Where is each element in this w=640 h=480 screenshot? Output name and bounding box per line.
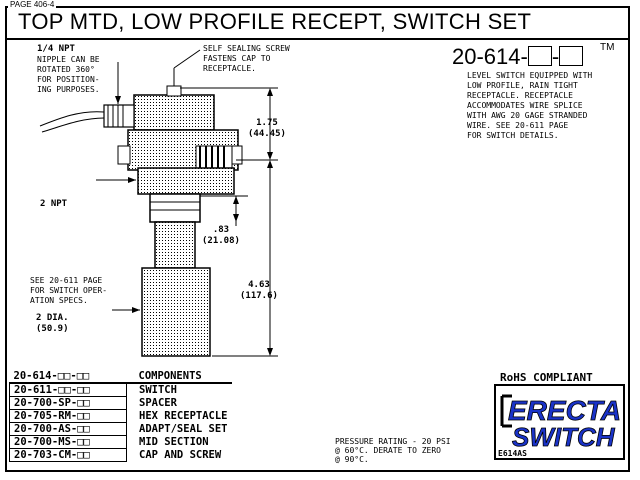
pressure-note: PRESSURE RATING - 20 PSI @ 60°C. DERATE … (335, 437, 451, 464)
npt-two-label: 2 NPT (40, 199, 68, 209)
part-number-prefix: 20-614- (452, 44, 528, 69)
nipple (103, 104, 135, 128)
diameter-label: 2 DIA. (50.9) (36, 313, 69, 334)
table-row: 20-703-CM-□□ CAP AND SCREW (9, 448, 232, 462)
description: LEVEL SWITCH EQUIPPED WITH LOW PROFILE, … (467, 71, 593, 140)
dim-1-75: 1.75 (44.45) (248, 118, 286, 139)
npt-quarter-label: 1/4 NPT (37, 44, 75, 54)
erecta-switch-logo: ERECTA SWITCH E614AS (494, 384, 625, 460)
table-row: 20-614-□□-□□ COMPONENTS (9, 370, 232, 384)
screw-head (166, 85, 182, 97)
part-number-cell: 20-614-□□-□□ (9, 370, 127, 384)
part-name-cell: HEX RECEPTACLE (139, 410, 228, 422)
part-name-cell: ADAPT/SEAL SET (139, 423, 228, 435)
table-row: 20-700-MS-□□ MID SECTION (9, 435, 232, 449)
dim-083: .83 (21.08) (202, 225, 240, 246)
page-frame (5, 6, 630, 472)
trademark: TM (600, 42, 615, 53)
title-bar (5, 6, 630, 40)
part-name-cell: SWITCH (139, 384, 177, 397)
screw-note: SELF SEALING SCREW FASTENS CAP TO RECEPT… (203, 44, 290, 73)
page-label: PAGE 406-4 (8, 0, 57, 9)
table-row: 20-705-RM-□□ HEX RECEPTACLE (9, 409, 232, 423)
nipple-note: NIPPLE CAN BE ROTATED 360° FOR POSITION-… (37, 55, 100, 94)
hex-right (231, 145, 243, 165)
option-box-1 (527, 46, 552, 66)
dimension-lines (96, 49, 278, 357)
table-row: 20-611-□□-□□ SWITCH (9, 382, 232, 397)
option-box-2 (559, 46, 584, 66)
rohs-label: RoHS COMPLIANT (500, 371, 593, 384)
part-number-cell: 20-703-CM-□□ (9, 448, 127, 462)
part-number-cell: 20-611-□□-□□ (9, 382, 127, 397)
part-number-sep: - (551, 44, 560, 69)
wire-1 (39, 111, 105, 127)
stem (154, 221, 196, 269)
parts-table: 20-614-□□-□□ COMPONENTS 20-611-□□-□□ SWI… (9, 370, 232, 462)
table-row: 20-700-AS-□□ ADAPT/SEAL SET (9, 422, 232, 436)
part-number: 20-614-- (452, 44, 584, 70)
spacer (149, 193, 201, 223)
part-number-cell: 20-700-MS-□□ (9, 435, 127, 449)
see-611-note: SEE 20-611 PAGE FOR SWITCH OPER- ATION S… (30, 276, 108, 305)
dim-4-63: 4.63 (117.6) (240, 280, 278, 301)
part-name-cell: COMPONENTS (126, 370, 232, 384)
logo-code: E614AS (498, 449, 527, 458)
logo-line-1: ERECTA (508, 395, 621, 426)
part-number-cell: 20-700-AS-□□ (9, 422, 127, 436)
float (141, 267, 211, 357)
arrowheads (115, 88, 273, 356)
adapter (137, 167, 235, 195)
part-number-cell: 20-700-SP-□□ (9, 396, 127, 410)
hex-left (117, 145, 131, 165)
table-row: 20-700-SP-□□ SPACER (9, 396, 232, 410)
wire-2 (41, 117, 105, 133)
thread-band (195, 145, 233, 169)
part-name-cell: CAP AND SCREW (139, 449, 222, 461)
part-number-cell: 20-705-RM-□□ (9, 409, 127, 423)
logo-line-2: SWITCH (512, 422, 616, 452)
part-name-cell: SPACER (139, 397, 177, 409)
part-name-cell: MID SECTION (139, 436, 209, 448)
cap (133, 94, 215, 131)
page-title: TOP MTD, LOW PROFILE RECEPT, SWITCH SET (18, 9, 532, 34)
